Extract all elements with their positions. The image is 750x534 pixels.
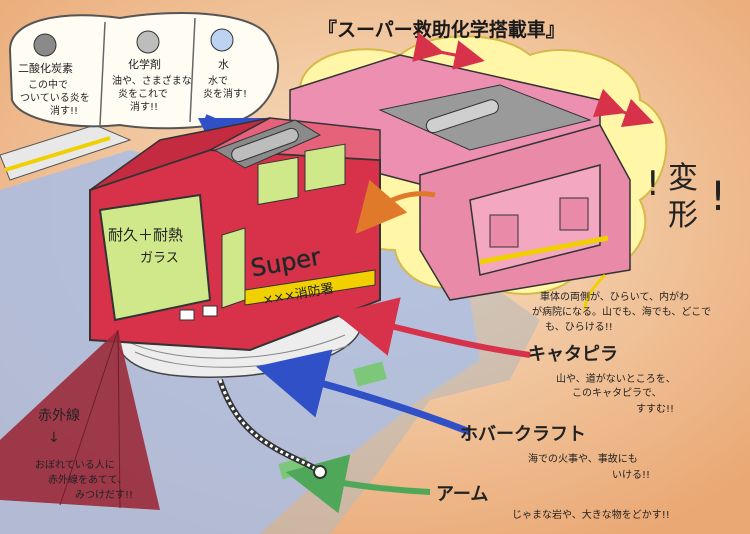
feature-name-hovercraft: ホバークラフト xyxy=(460,424,586,445)
arrow-orange-transform xyxy=(355,179,436,234)
infrared-desc: みつけだす!! xyxy=(75,489,133,501)
infrared-arrow: ↓ xyxy=(48,430,60,446)
windshield-text-2: ガラス xyxy=(140,251,179,266)
bubble-item-desc: この中で xyxy=(28,78,68,91)
transform-exclaim-right: ! xyxy=(710,174,726,220)
robot-claw xyxy=(313,465,327,479)
arrow-arm xyxy=(285,454,431,514)
transform-label-2: 形 xyxy=(668,198,698,233)
expand-note-line: が病院になる。山でも、海でも、どこで xyxy=(532,305,711,318)
arrow-yellow-cloud xyxy=(583,273,607,311)
bubble-divider xyxy=(189,17,196,123)
bubble-item-desc: 炎を消す! xyxy=(203,87,247,100)
co2-ball-icon xyxy=(33,33,57,57)
bubble-divider xyxy=(99,21,106,126)
bubble-item-desc: 炎をこれで xyxy=(118,88,168,100)
feature-desc: すすむ!! xyxy=(636,403,674,415)
bubble-item-desc: ついている炎を xyxy=(20,92,90,104)
bubble-item-name: 水 xyxy=(218,58,229,71)
green-tile xyxy=(353,361,387,387)
water-ball-icon xyxy=(210,28,234,52)
bubble-item-desc: 消す!! xyxy=(50,104,78,117)
feature-desc: いける!! xyxy=(612,469,650,481)
windshield-text-1: 耐久＋耐熱 xyxy=(108,226,183,244)
bubble-item-name: 化学剤 xyxy=(128,57,161,71)
feature-desc: じゃまな岩や、大きな物をどかす!! xyxy=(512,508,670,521)
infrared-desc: 赤外線をあてて、 xyxy=(48,473,127,486)
transform-label-1: 変 xyxy=(668,161,698,196)
infrared-desc: おぼれている人に xyxy=(35,459,115,471)
ground-area xyxy=(260,230,540,534)
feature-name-arm: アーム xyxy=(436,484,488,505)
expand-arrow xyxy=(592,88,655,128)
transform-exclaim-left: ! xyxy=(646,164,660,204)
feature-name-caterpillar: キャタピラ xyxy=(528,344,618,365)
transformed-unit xyxy=(289,54,631,301)
expand-note-line: も、ひらける!! xyxy=(545,321,613,333)
expand-note-line: 車体の両側が、ひらいて、内がわ xyxy=(540,290,689,303)
infrared-label: 赤外線 xyxy=(38,408,80,424)
bubble-item-name: 二酸化炭素 xyxy=(18,61,73,75)
expand-arrow xyxy=(412,32,485,70)
arrow-hovercraft xyxy=(256,349,472,436)
feature-desc: 山や、道がないところを、 xyxy=(556,372,676,385)
arrow-caterpillar xyxy=(335,297,531,358)
road-line xyxy=(4,136,111,172)
bubble-item-desc: 消す!! xyxy=(130,100,158,113)
chemical-ball-icon xyxy=(136,30,160,54)
bubble-item-desc: 水で xyxy=(208,75,228,87)
feature-desc: このキャタピラで、 xyxy=(572,387,662,399)
bubble-item-desc: 油や、さまざまな xyxy=(112,74,192,87)
page-title: 『スーパー救助化学搭載車』 xyxy=(318,18,565,41)
feature-desc: 海での火事や、事故にも xyxy=(528,452,638,465)
robot-arm xyxy=(217,379,320,473)
